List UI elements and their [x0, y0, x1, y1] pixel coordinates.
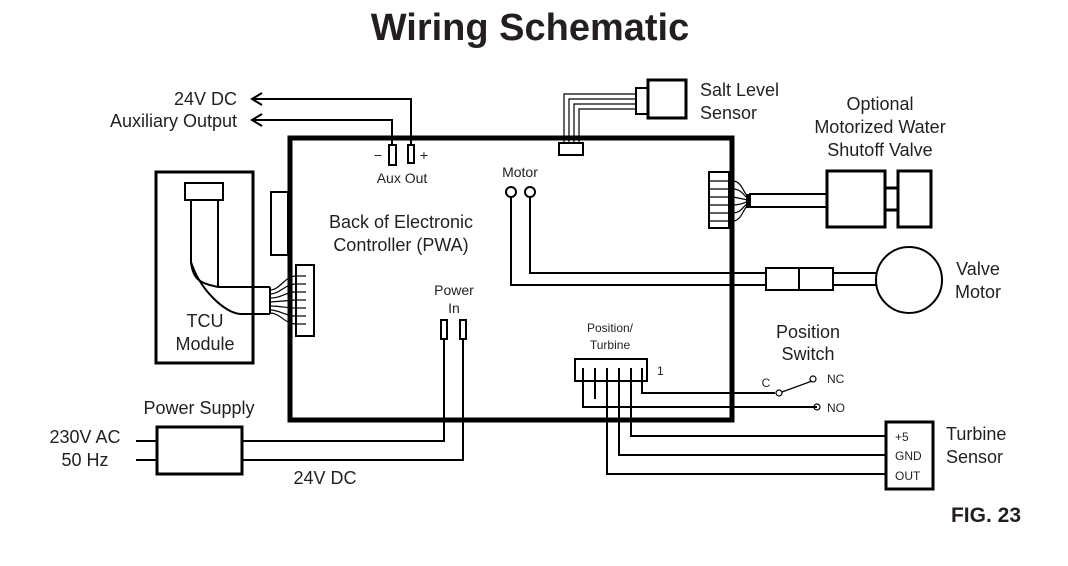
turbine-sensor-label-line1: Turbine [946, 424, 1006, 444]
turbine-pin-gnd: GND [895, 449, 922, 463]
arrow-icon [250, 92, 263, 106]
position-turbine-label-line2: Turbine [590, 338, 631, 352]
salt-level-sensor [558, 78, 688, 156]
aux-plus-label: + [420, 147, 428, 163]
page-title: Wiring Schematic [371, 7, 690, 49]
power-input-label-line2: 50 Hz [61, 450, 108, 470]
position-switch-label-line2: Switch [781, 344, 834, 364]
switch-no-label: NO [827, 401, 845, 415]
power-in-label-line1: Power [434, 282, 474, 298]
tcu-module [154, 170, 315, 365]
shutoff-valve-label-line1: Optional [846, 94, 913, 114]
turbine-pin-plus5: +5 [895, 430, 909, 444]
electronic-controller-board [287, 135, 735, 423]
power-in-label-line2: In [448, 300, 460, 316]
aux-out-connector [388, 144, 415, 166]
valve-motor-label-line1: Valve [956, 259, 1000, 279]
turbine-sensor-label-line2: Sensor [946, 447, 1003, 467]
salt-sensor-label-line1: Salt Level [700, 80, 779, 100]
position-turbine-label-line1: Position/ [587, 321, 634, 335]
shutoff-valve-label-line2: Motorized Water [814, 117, 945, 137]
switch-nc-label: NC [827, 372, 845, 386]
motor-connector [505, 186, 766, 286]
position-turbine-connector [574, 358, 886, 475]
position-switch [775, 375, 821, 411]
aux-minus-label: − [374, 147, 382, 163]
shutoff-valve-connector [708, 171, 828, 229]
pwa-side-connector [270, 191, 289, 256]
turbine-sensor [884, 420, 935, 491]
power-supply-label: Power Supply [143, 398, 254, 418]
switch-common-label: C [762, 376, 771, 390]
power-in-connector [242, 319, 467, 461]
controller-label-line1: Back of Electronic [329, 212, 473, 232]
motor-connector-label: Motor [502, 164, 538, 180]
power-input-label-line1: 230V AC [49, 427, 120, 447]
figure-label: FIG. 23 [951, 504, 1021, 527]
aux-out-label: Aux Out [377, 170, 428, 186]
valve-motor [875, 246, 943, 314]
tcu-label-line2: Module [175, 334, 234, 354]
valve-motor-label-line2: Motor [955, 282, 1001, 302]
power-supply [136, 425, 244, 476]
shutoff-valve [825, 169, 933, 229]
salt-sensor-label-line2: Sensor [700, 103, 757, 123]
tcu-label-line1: TCU [187, 311, 224, 331]
position-turbine-pin1-label: 1 [657, 364, 664, 378]
valve-motor-inline-connector [765, 267, 877, 291]
position-switch-label-line1: Position [776, 322, 840, 342]
salt-sensor-connector [558, 142, 584, 156]
aux-output-label-line1: 24V DC [174, 89, 237, 109]
controller-label-line2: Controller (PWA) [333, 235, 468, 255]
aux-output-label-line2: Auxiliary Output [110, 111, 237, 131]
shutoff-valve-label-line3: Shutoff Valve [827, 140, 932, 160]
power-output-label: 24V DC [293, 468, 356, 488]
turbine-pin-out: OUT [895, 469, 921, 483]
arrow-icon [250, 113, 263, 127]
